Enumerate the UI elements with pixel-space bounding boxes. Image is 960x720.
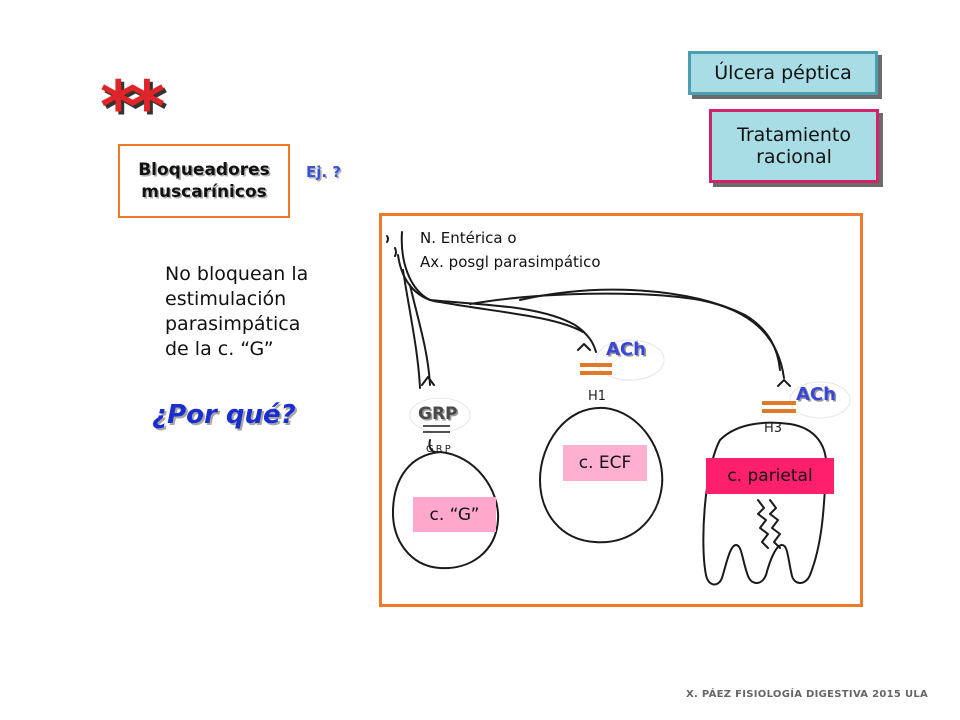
topic-label: Úlcera péptica	[714, 62, 852, 84]
receptor-label-parietal: H3	[764, 421, 782, 436]
terminal-parietal	[777, 379, 791, 387]
ach-ecf-blob	[595, 339, 665, 381]
emphasis-stars: **	[100, 66, 165, 148]
footer-credit: X. PÁEZ FISIOLOGÍA DIGESTIVA 2015 ULA	[686, 689, 929, 700]
g-cell-outline	[391, 451, 500, 570]
parietal-cell-text: c. parietal	[727, 466, 813, 486]
parietal-canaliculus	[757, 499, 781, 549]
nerve-tick-top	[386, 235, 389, 243]
drug-class-label: Bloqueadores muscarínicos	[138, 160, 270, 202]
nerve-branch-g	[409, 284, 431, 386]
statement-text: No bloquean la estimulación parasimpátic…	[165, 263, 309, 360]
ach-ecf-label: ACh	[606, 339, 646, 360]
g-cell-neck	[428, 439, 439, 454]
section-box: Tratamiento racional	[709, 109, 879, 183]
nerve-branch-parietal-2	[519, 288, 781, 371]
ach-parietal-blob	[789, 381, 851, 419]
ecf-cell-text: c. ECF	[578, 453, 632, 473]
g-cell-label: c. “G”	[413, 497, 496, 532]
g-cell-text: c. “G”	[429, 504, 480, 525]
nerve-branch-ecf-2	[439, 301, 584, 333]
receptor-label-ecf: H1	[588, 389, 606, 404]
ach-parietal-label: ACh	[796, 384, 836, 405]
ecf-cell-outline	[539, 406, 664, 544]
nerve-branch-g-2	[402, 269, 421, 389]
question-text: ¿Por qué?	[152, 400, 296, 430]
parietal-cell-label: c. parietal	[706, 458, 834, 494]
terminal-g	[421, 376, 435, 386]
terminal-ecf	[577, 343, 591, 351]
nerve-label: N. Entérica o Ax. posgl parasimpático	[420, 229, 601, 271]
drug-class-box: Bloqueadores muscarínicos	[118, 144, 290, 218]
nerve-branch-ecf	[429, 299, 597, 353]
topic-box: Úlcera péptica	[688, 51, 878, 95]
parietal-cell-outline	[702, 421, 828, 586]
ecf-cell-label: c. ECF	[563, 445, 647, 481]
example-prompt: Ej. ?	[306, 163, 342, 181]
receptor-label-g: GRP	[426, 444, 453, 455]
grp-label: GRP	[418, 404, 458, 424]
nerve-tick-bottom	[394, 247, 397, 257]
section-label: Tratamiento racional	[737, 124, 851, 168]
